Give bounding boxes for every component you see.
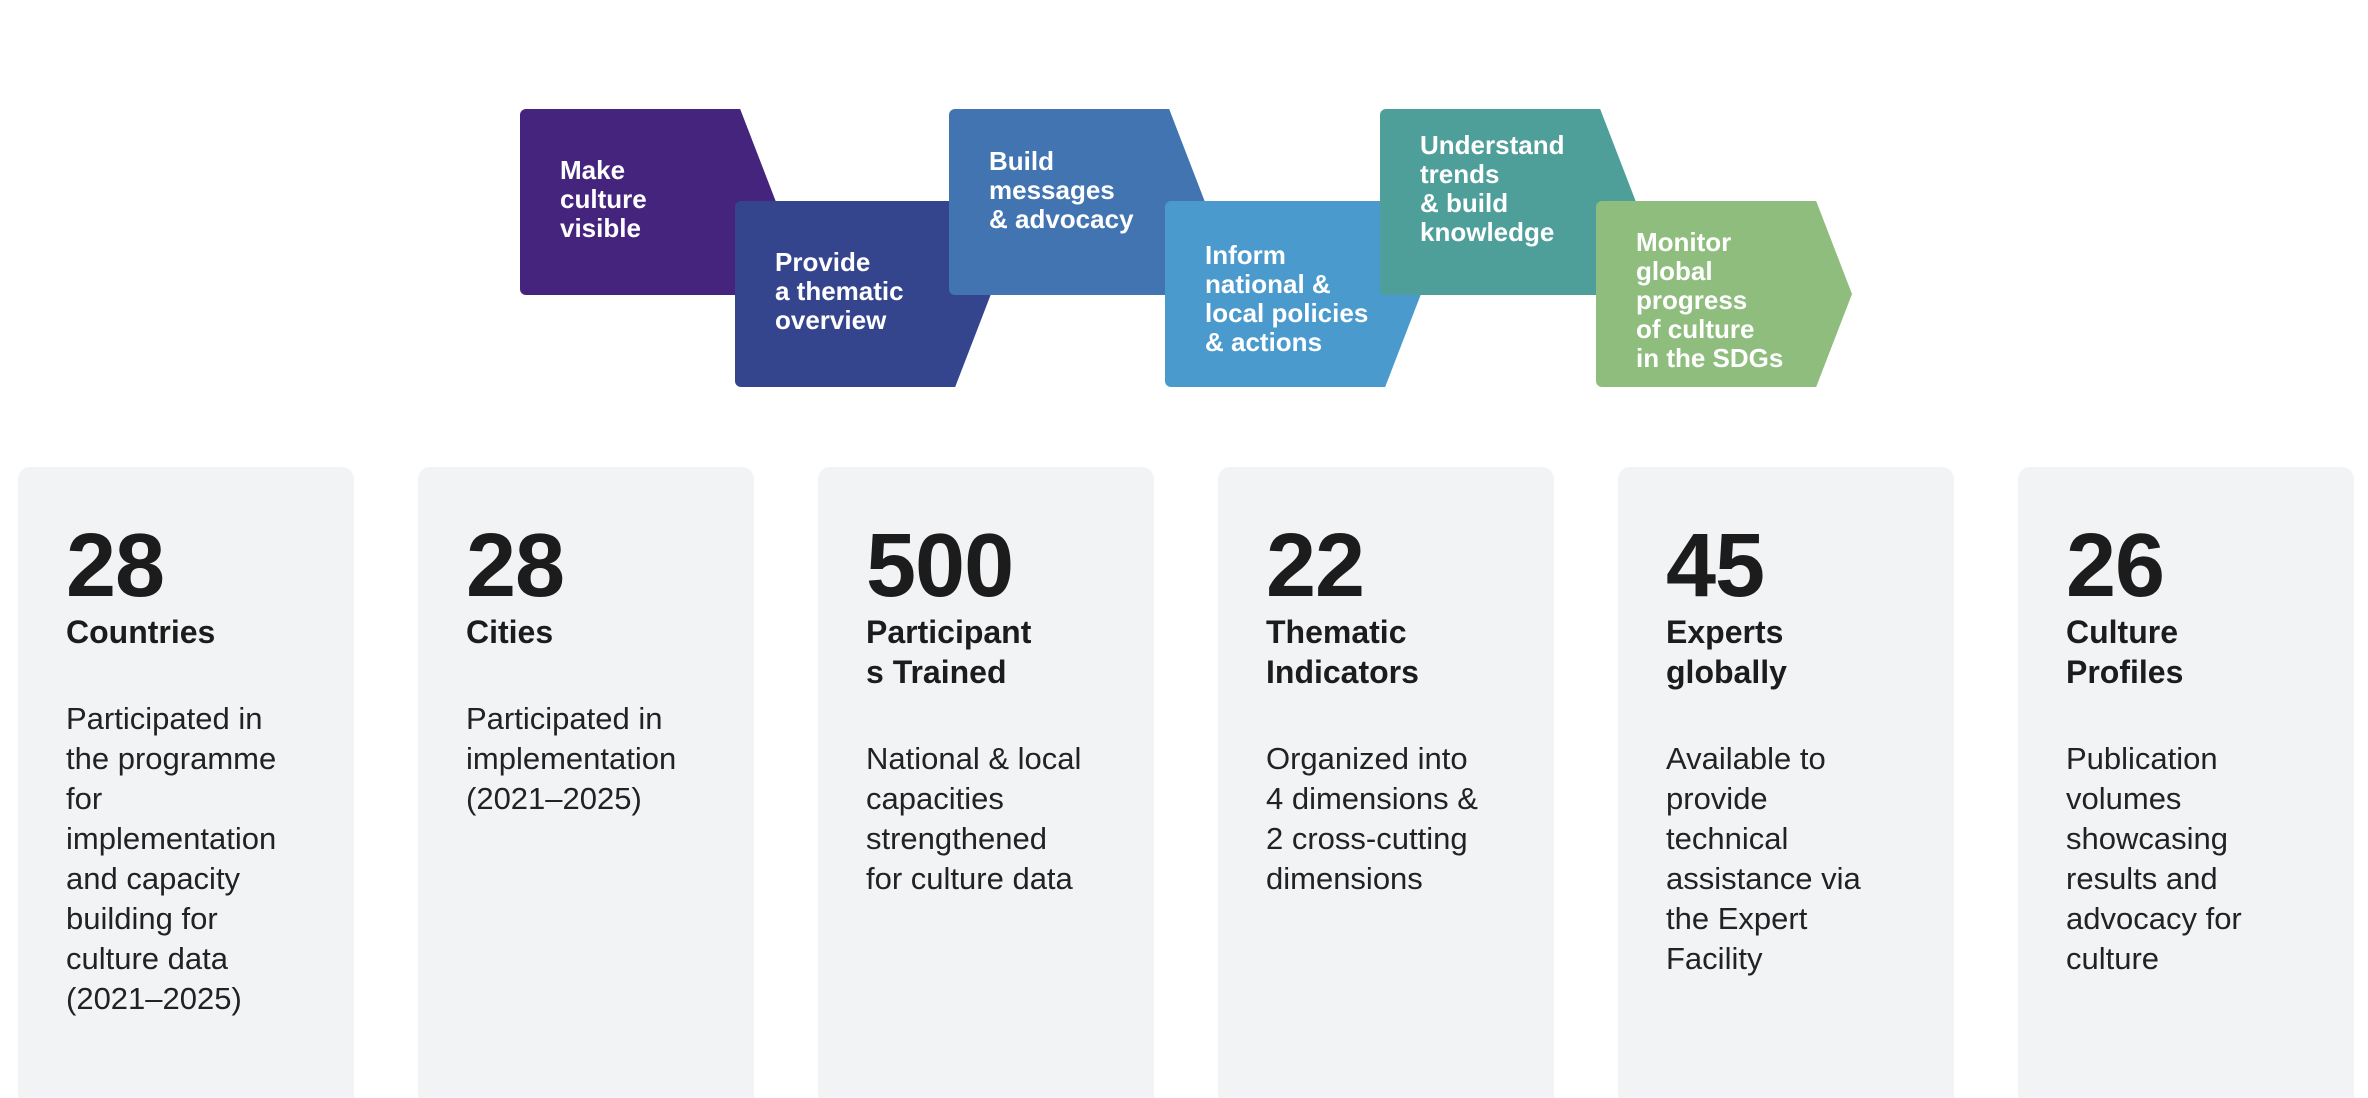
stat-label: Cities [466, 614, 554, 650]
flow-step-understand-trends: Understand trends & build knowledge [1380, 109, 1636, 295]
flow-step-label: Inform national & local policies & actio… [1205, 240, 1369, 357]
flow-step-make-culture-visible: Make culture visible [520, 109, 776, 295]
stat-label: Thematic Indicators [1266, 614, 1419, 690]
flow-step-label: Make culture visible [560, 155, 647, 243]
stat-card-experts: 45 Experts globally Available to provide… [1618, 467, 1954, 1098]
stat-description: Publication volumes showcasing results a… [2066, 741, 2242, 976]
stat-card-countries: 28 Countries Participated in the program… [18, 467, 354, 1098]
stat-label: Countries [66, 614, 216, 650]
stat-number: 26 [2066, 516, 2165, 616]
stat-number: 22 [1266, 516, 1365, 616]
stat-card-thematic-indicators: 22 Thematic Indicators Organized into 4 … [1218, 467, 1554, 1098]
stat-number: 28 [466, 516, 565, 616]
stat-description: National & local capacities strengthened… [866, 741, 1082, 896]
stat-label: Participant s Trained [866, 614, 1032, 690]
stat-description: Participated in implementation (2021–202… [466, 701, 677, 816]
process-flow-diagram: Make culture visible Provide a thematic … [0, 0, 2368, 420]
flow-step-monitor-sdgs: Monitor global progress of culture in th… [1596, 201, 1852, 387]
flow-step-label: Understand trends & build knowledge [1420, 130, 1565, 247]
stat-description: Available to provide technical assistanc… [1666, 741, 1861, 976]
stat-description: Organized into 4 dimensions & 2 cross-cu… [1266, 741, 1478, 896]
stat-card-participants-trained: 500 Participant s Trained National & loc… [818, 467, 1154, 1098]
flow-step-thematic-overview: Provide a thematic overview [735, 201, 991, 387]
flow-step-inform-policies: Inform national & local policies & actio… [1165, 201, 1421, 387]
stat-card-culture-profiles: 26 Culture Profiles Publication volumes … [2018, 467, 2354, 1098]
stat-description: Participated in the programme for implem… [66, 701, 277, 1016]
stat-number: 500 [866, 516, 1014, 616]
flow-step-label: Provide a thematic overview [775, 247, 904, 335]
stat-label: Experts globally [1666, 614, 1787, 690]
flow-step-build-messages: Build messages & advocacy [949, 109, 1205, 295]
stat-number: 28 [66, 516, 165, 616]
flow-step-label: Build messages & advocacy [989, 146, 1134, 234]
stat-label: Culture Profiles [2066, 614, 2184, 690]
stat-card-cities: 28 Cities Participated in implementation… [418, 467, 754, 1098]
stat-number: 45 [1666, 516, 1765, 616]
flow-step-label: Monitor global progress of culture in th… [1636, 227, 1784, 373]
